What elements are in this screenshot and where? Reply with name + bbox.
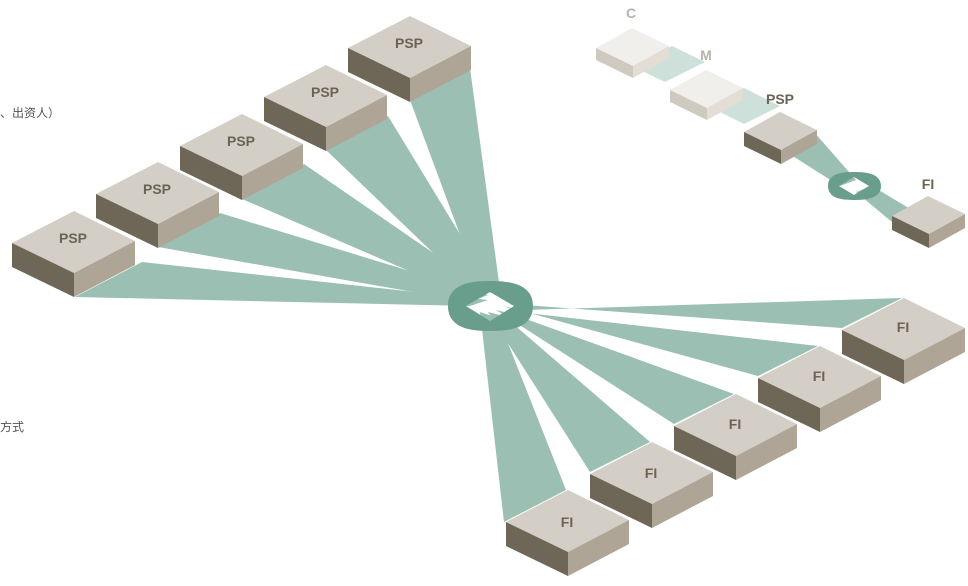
fi-box-3: FI bbox=[674, 394, 797, 480]
psp-label-3: PSP bbox=[227, 133, 255, 149]
psp-box-3: PSP bbox=[180, 114, 303, 200]
beam-fi-3 bbox=[496, 310, 734, 424]
left-edge-text-2: 方式 bbox=[0, 420, 25, 434]
psp-label-5: PSP bbox=[395, 35, 423, 51]
beam-psp-3 bbox=[242, 164, 490, 299]
inset-psp-box bbox=[744, 112, 817, 164]
fi-box-1: FI bbox=[506, 490, 629, 576]
fi-label-2: FI bbox=[645, 465, 657, 481]
fi-box-2: FI bbox=[590, 442, 713, 528]
inset-c-box bbox=[596, 28, 669, 78]
inset-connector-c-m bbox=[632, 46, 705, 82]
fi-box-4: FI bbox=[758, 346, 881, 432]
beam-psp-1 bbox=[75, 262, 488, 306]
left-edge-text-1: 、出资人） bbox=[0, 106, 61, 120]
inset-hub-ring-icon bbox=[828, 172, 881, 200]
psp-box-5: PSP bbox=[348, 16, 471, 102]
beam-fi-4 bbox=[504, 306, 818, 376]
beam-fi-1 bbox=[480, 312, 566, 522]
inset-psp-label: PSP bbox=[766, 91, 794, 107]
psp-label-4: PSP bbox=[311, 84, 339, 100]
central-hub bbox=[448, 281, 533, 331]
inset-fi-box bbox=[892, 196, 965, 248]
inset-diagram: C M PSP FI bbox=[596, 5, 965, 248]
fi-label-5: FI bbox=[897, 319, 909, 335]
hub-ring-icon bbox=[448, 281, 533, 331]
fi-box-5: FI bbox=[842, 298, 965, 384]
psp-box-1: PSP bbox=[12, 211, 135, 297]
beam-fi-5 bbox=[510, 298, 902, 328]
inset-fi-label: FI bbox=[922, 176, 934, 192]
beam-psp-5 bbox=[410, 68, 500, 294]
beam-fi-2 bbox=[488, 312, 650, 472]
psp-label-2: PSP bbox=[143, 181, 171, 197]
inset-m-label: M bbox=[700, 47, 712, 63]
beam-psp-4 bbox=[326, 116, 494, 296]
psp-box-2: PSP bbox=[96, 162, 219, 248]
fi-label-4: FI bbox=[813, 368, 825, 384]
inset-c-label: C bbox=[626, 5, 636, 21]
fi-label-1: FI bbox=[561, 514, 573, 530]
psp-label-1: PSP bbox=[59, 230, 87, 246]
beam-psp-2 bbox=[158, 213, 488, 302]
psp-box-4: PSP bbox=[264, 65, 387, 151]
inset-m-box bbox=[670, 70, 743, 120]
main-fan-beams bbox=[75, 68, 902, 522]
fi-label-3: FI bbox=[729, 416, 741, 432]
